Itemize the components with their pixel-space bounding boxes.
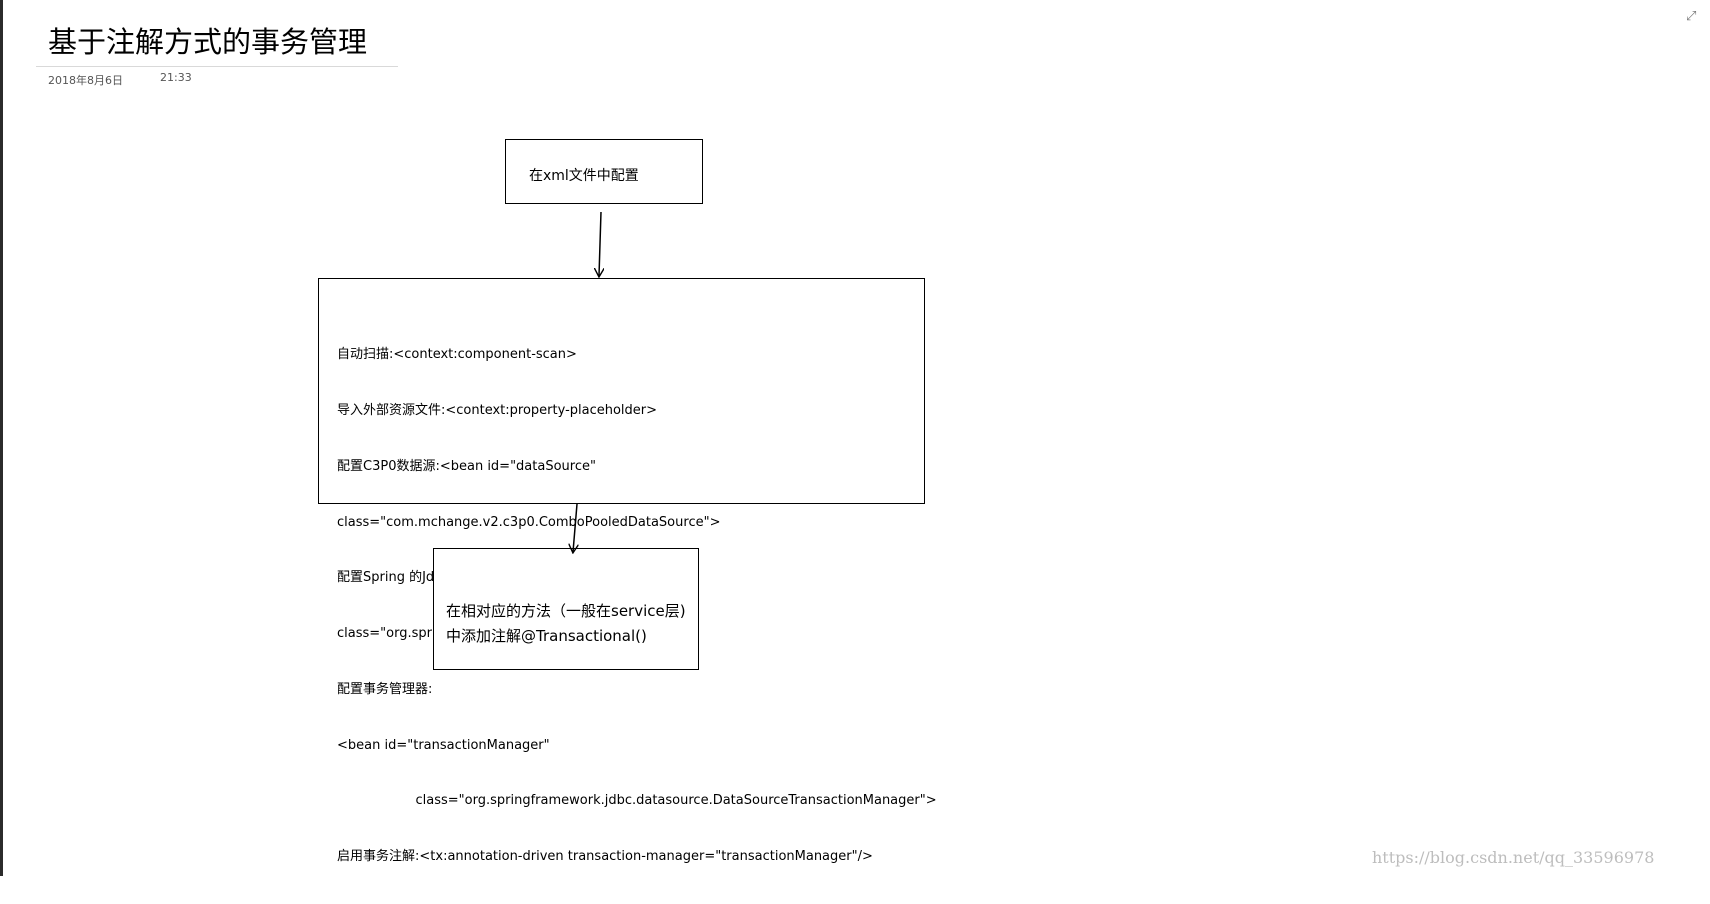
diagram-box-xml-config: 在xml文件中配置 — [505, 139, 703, 204]
page-date: 2018年8月6日 — [48, 74, 123, 87]
diagram-box-xml-config-label: 在xml文件中配置 — [529, 168, 639, 184]
config-line: 导入外部资源文件:<context:property-placeholder> — [337, 402, 658, 418]
config-line: 配置C3P0数据源:<bean id="dataSource" — [337, 458, 596, 474]
diagram-box-method-annotation: 在相对应的方法（一般在service层) 中添加注解@Transactional… — [433, 548, 699, 670]
config-line: class="com.mchange.v2.c3p0.ComboPooledDa… — [337, 514, 721, 530]
method-line: 中添加注解@Transactional() — [446, 627, 647, 645]
page-title: 基于注解方式的事务管理 — [48, 25, 368, 59]
config-line: 配置事务管理器: — [337, 681, 433, 697]
config-line: 启用事务注解:<tx:annotation-driven transaction… — [337, 849, 873, 865]
watermark-url: https://blog.csdn.net/qq_33596978 — [1372, 848, 1655, 867]
title-divider — [36, 66, 398, 67]
config-line: <bean id="transactionManager" — [337, 737, 550, 753]
config-line: 自动扫描:<context:component-scan> — [337, 347, 577, 363]
expand-icon[interactable]: ⤢ — [1686, 9, 1697, 24]
method-lines: 在相对应的方法（一般在service层) 中添加注解@Transactional… — [446, 599, 686, 649]
left-border — [0, 0, 3, 876]
page-time: 21:33 — [160, 71, 192, 84]
method-line: 在相对应的方法（一般在service层) — [446, 602, 686, 620]
diagram-box-config-details: 自动扫描:<context:component-scan> 导入外部资源文件:<… — [318, 278, 937, 864]
arrow-xml-to-config — [599, 211, 601, 276]
config-line: class="org.springframework.jdbc.datasour… — [337, 793, 937, 809]
